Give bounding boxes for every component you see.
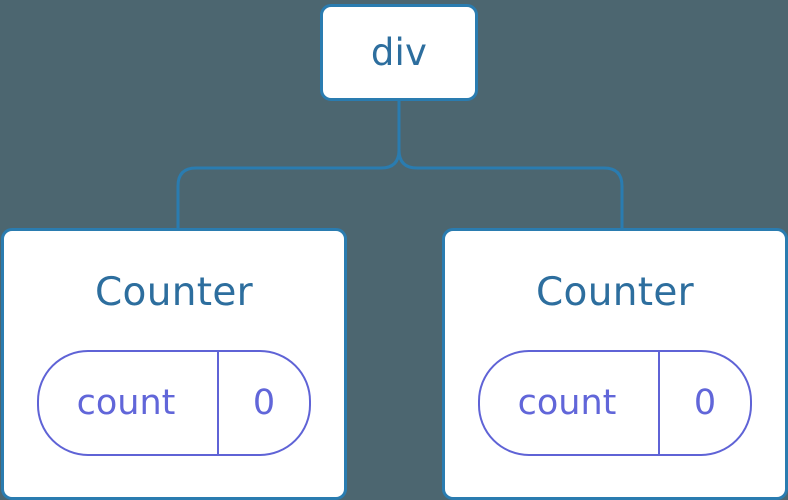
state-pill-right[interactable]: count 0 bbox=[478, 350, 752, 456]
node-counter-left[interactable]: Counter count 0 bbox=[1, 228, 347, 500]
state-pill-divider-left bbox=[217, 352, 219, 454]
node-counter-left-title: Counter bbox=[95, 270, 253, 315]
state-pill-left[interactable]: count 0 bbox=[37, 350, 311, 456]
state-key-left: count bbox=[76, 382, 176, 423]
state-value-right: 0 bbox=[693, 382, 717, 423]
node-div[interactable]: div bbox=[320, 4, 478, 101]
state-value-left: 0 bbox=[252, 382, 276, 423]
state-pill-divider-right bbox=[658, 352, 660, 454]
connector-branch-right bbox=[397, 148, 624, 230]
state-key-right: count bbox=[517, 382, 617, 423]
node-counter-right-title: Counter bbox=[536, 270, 694, 315]
node-counter-right[interactable]: Counter count 0 bbox=[442, 228, 788, 500]
node-div-label: div bbox=[370, 31, 428, 74]
connector-branch-left bbox=[176, 148, 401, 230]
